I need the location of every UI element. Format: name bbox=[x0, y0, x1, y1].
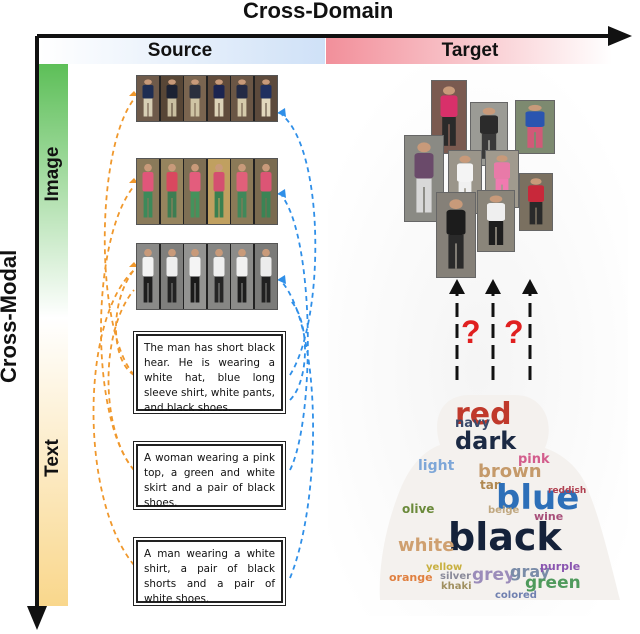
word-dark: dark bbox=[455, 427, 517, 455]
target-label: Target bbox=[441, 40, 499, 61]
blue-arc-1 bbox=[281, 114, 317, 376]
person-photo bbox=[160, 244, 184, 309]
text-description-2: A woman wearing a pink top, a green and … bbox=[136, 444, 283, 509]
word-reddish: reddish bbox=[548, 486, 587, 496]
unknown-mark-1: ? bbox=[461, 314, 481, 350]
word-olive: olive bbox=[402, 502, 435, 516]
text-label: Text bbox=[42, 439, 63, 477]
person-photo bbox=[184, 159, 207, 224]
target-image-1 bbox=[431, 80, 467, 154]
word-brown: brown bbox=[478, 461, 542, 482]
word-black: black bbox=[448, 515, 562, 559]
word-yellow: yellow bbox=[426, 562, 463, 573]
image-label: Image bbox=[42, 146, 63, 202]
word-purple: purple bbox=[540, 560, 581, 573]
source-image-strip-1 bbox=[136, 75, 278, 122]
word-beige: beige bbox=[488, 505, 520, 516]
person-photo bbox=[231, 244, 254, 309]
orange-arc-2 bbox=[100, 185, 135, 471]
word-red: red bbox=[455, 397, 512, 432]
blue-arc-2 bbox=[281, 195, 309, 471]
source-left-arrows bbox=[92, 98, 135, 566]
target-image-7 bbox=[519, 173, 553, 231]
word-wine: wine bbox=[534, 510, 564, 523]
x-axis-arrowhead bbox=[608, 26, 632, 46]
word-tan: tan bbox=[480, 478, 503, 492]
text-description-3: A man wearing a white shirt, a pair of b… bbox=[136, 540, 283, 605]
unknown-mark-2: ? bbox=[504, 314, 524, 350]
word-navy: navy bbox=[455, 416, 490, 431]
blue-arrowheads bbox=[277, 108, 286, 284]
word-grey: grey bbox=[472, 565, 516, 585]
person-photo bbox=[184, 76, 207, 121]
person-photo bbox=[207, 159, 231, 224]
person-photo bbox=[254, 244, 278, 309]
orange-arc-1 bbox=[103, 98, 135, 376]
word-khaki: khaki bbox=[441, 581, 472, 592]
person-photo bbox=[231, 159, 254, 224]
orange-arrowheads bbox=[129, 91, 138, 267]
person-photo bbox=[160, 159, 184, 224]
word-blue: blue bbox=[496, 478, 580, 518]
source-right-arrows bbox=[281, 114, 317, 579]
word-orange: orange bbox=[389, 571, 433, 584]
query-arrows bbox=[455, 292, 532, 380]
source-label: Source bbox=[147, 40, 213, 61]
word-colored: colored bbox=[495, 590, 537, 601]
word-cloud-silhouette bbox=[379, 395, 620, 600]
word-pink: pink bbox=[518, 452, 550, 467]
person-photo bbox=[137, 159, 160, 224]
person-photo bbox=[207, 244, 231, 309]
word-white: white bbox=[398, 535, 455, 556]
orange-arc-4 bbox=[115, 269, 135, 376]
text-band bbox=[38, 318, 68, 606]
person-photo bbox=[137, 244, 160, 309]
text-description-1: The man has short black hear. He is wear… bbox=[136, 334, 283, 414]
image-band bbox=[38, 64, 68, 318]
word-light: light bbox=[418, 458, 455, 474]
word-green: green bbox=[525, 573, 581, 593]
word-silver: silver bbox=[440, 571, 472, 582]
query-arrowheads bbox=[449, 279, 538, 294]
orange-arc-5 bbox=[107, 289, 135, 471]
target-image-9 bbox=[477, 190, 515, 252]
target-image-3 bbox=[515, 100, 555, 154]
target-image-8 bbox=[436, 192, 476, 278]
source-image-strip-3 bbox=[136, 243, 278, 310]
y-axis-arrowhead bbox=[27, 606, 47, 630]
target-band bbox=[326, 38, 612, 64]
blue-arc-4 bbox=[289, 299, 306, 401]
word-gray: gray bbox=[510, 562, 551, 581]
person-photo bbox=[160, 76, 184, 121]
person-photo bbox=[254, 76, 278, 121]
source-image-strip-2 bbox=[136, 158, 278, 225]
person-photo bbox=[254, 159, 278, 224]
person-photo bbox=[137, 76, 160, 121]
person-photo bbox=[231, 76, 254, 121]
x-axis-title: Cross-Domain bbox=[243, 0, 394, 23]
blue-arc-3 bbox=[281, 281, 314, 579]
person-photo bbox=[207, 76, 231, 121]
orange-arc-3 bbox=[92, 269, 135, 566]
source-band bbox=[40, 38, 325, 64]
person-photo bbox=[184, 244, 207, 309]
